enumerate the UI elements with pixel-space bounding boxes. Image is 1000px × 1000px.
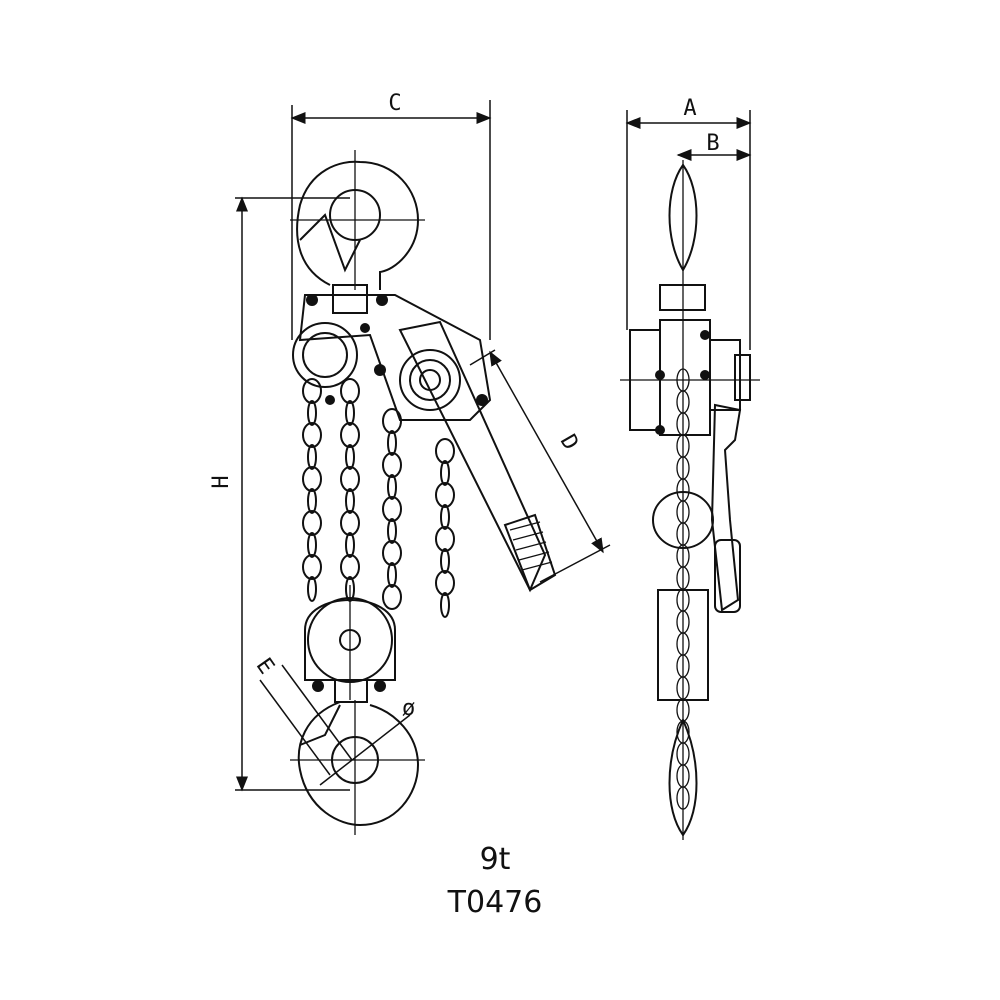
chain-link [387,430,397,456]
side-view [620,160,760,840]
chain-link [387,518,397,544]
chain-link [440,592,450,618]
chain-link [382,408,402,434]
chain-link [382,540,402,566]
chain-link [440,504,450,530]
chain-link [340,378,360,404]
chain-link [440,460,450,486]
chain-link [307,444,317,470]
chain-link [435,482,455,508]
chain-link [302,466,322,492]
chain-link [435,570,455,596]
chain-link [435,438,455,464]
dimension-c: C [290,91,492,340]
chain-link [382,584,402,610]
chain-link [440,548,450,574]
front-view [290,150,690,835]
chain-link [340,466,360,492]
chain-link [302,422,322,448]
chain-link [345,488,355,514]
bottom-block [304,585,396,703]
chain-link [382,496,402,522]
chain-link [307,400,317,426]
load-chains [302,368,690,810]
dimension-b: B [676,131,752,161]
dim-label-phi: ø [402,696,415,721]
chain-link [345,444,355,470]
chain-link [340,422,360,448]
model-number: T0476 [447,885,543,920]
dim-label-a: A [683,96,696,121]
top-hook [290,150,425,314]
chain-link [307,576,317,602]
chain-link [340,510,360,536]
dimension-e: E [251,654,353,776]
dim-label-h: H [209,475,234,488]
dim-label-e: E [251,654,279,679]
bottom-hook [290,700,425,835]
chain-link [307,532,317,558]
chain-link [387,562,397,588]
dimension-h: H [209,196,350,792]
chain-link [345,532,355,558]
chain-link [435,526,455,552]
chain-link [382,452,402,478]
chain-link [302,554,322,580]
dimension-d: D [469,349,611,583]
dimension-phi: ø [319,696,415,786]
chain-link [340,554,360,580]
chain-link [302,510,322,536]
chain-link [345,400,355,426]
dim-label-b: B [706,131,719,156]
capacity-label: 9t [479,842,511,877]
chain-link [387,474,397,500]
hoist-body [292,294,492,421]
dim-label-d: D [555,431,583,455]
chain-link [302,378,322,404]
dim-label-c: C [388,91,401,116]
dimension-a: A [625,96,752,350]
chain-link [307,488,317,514]
